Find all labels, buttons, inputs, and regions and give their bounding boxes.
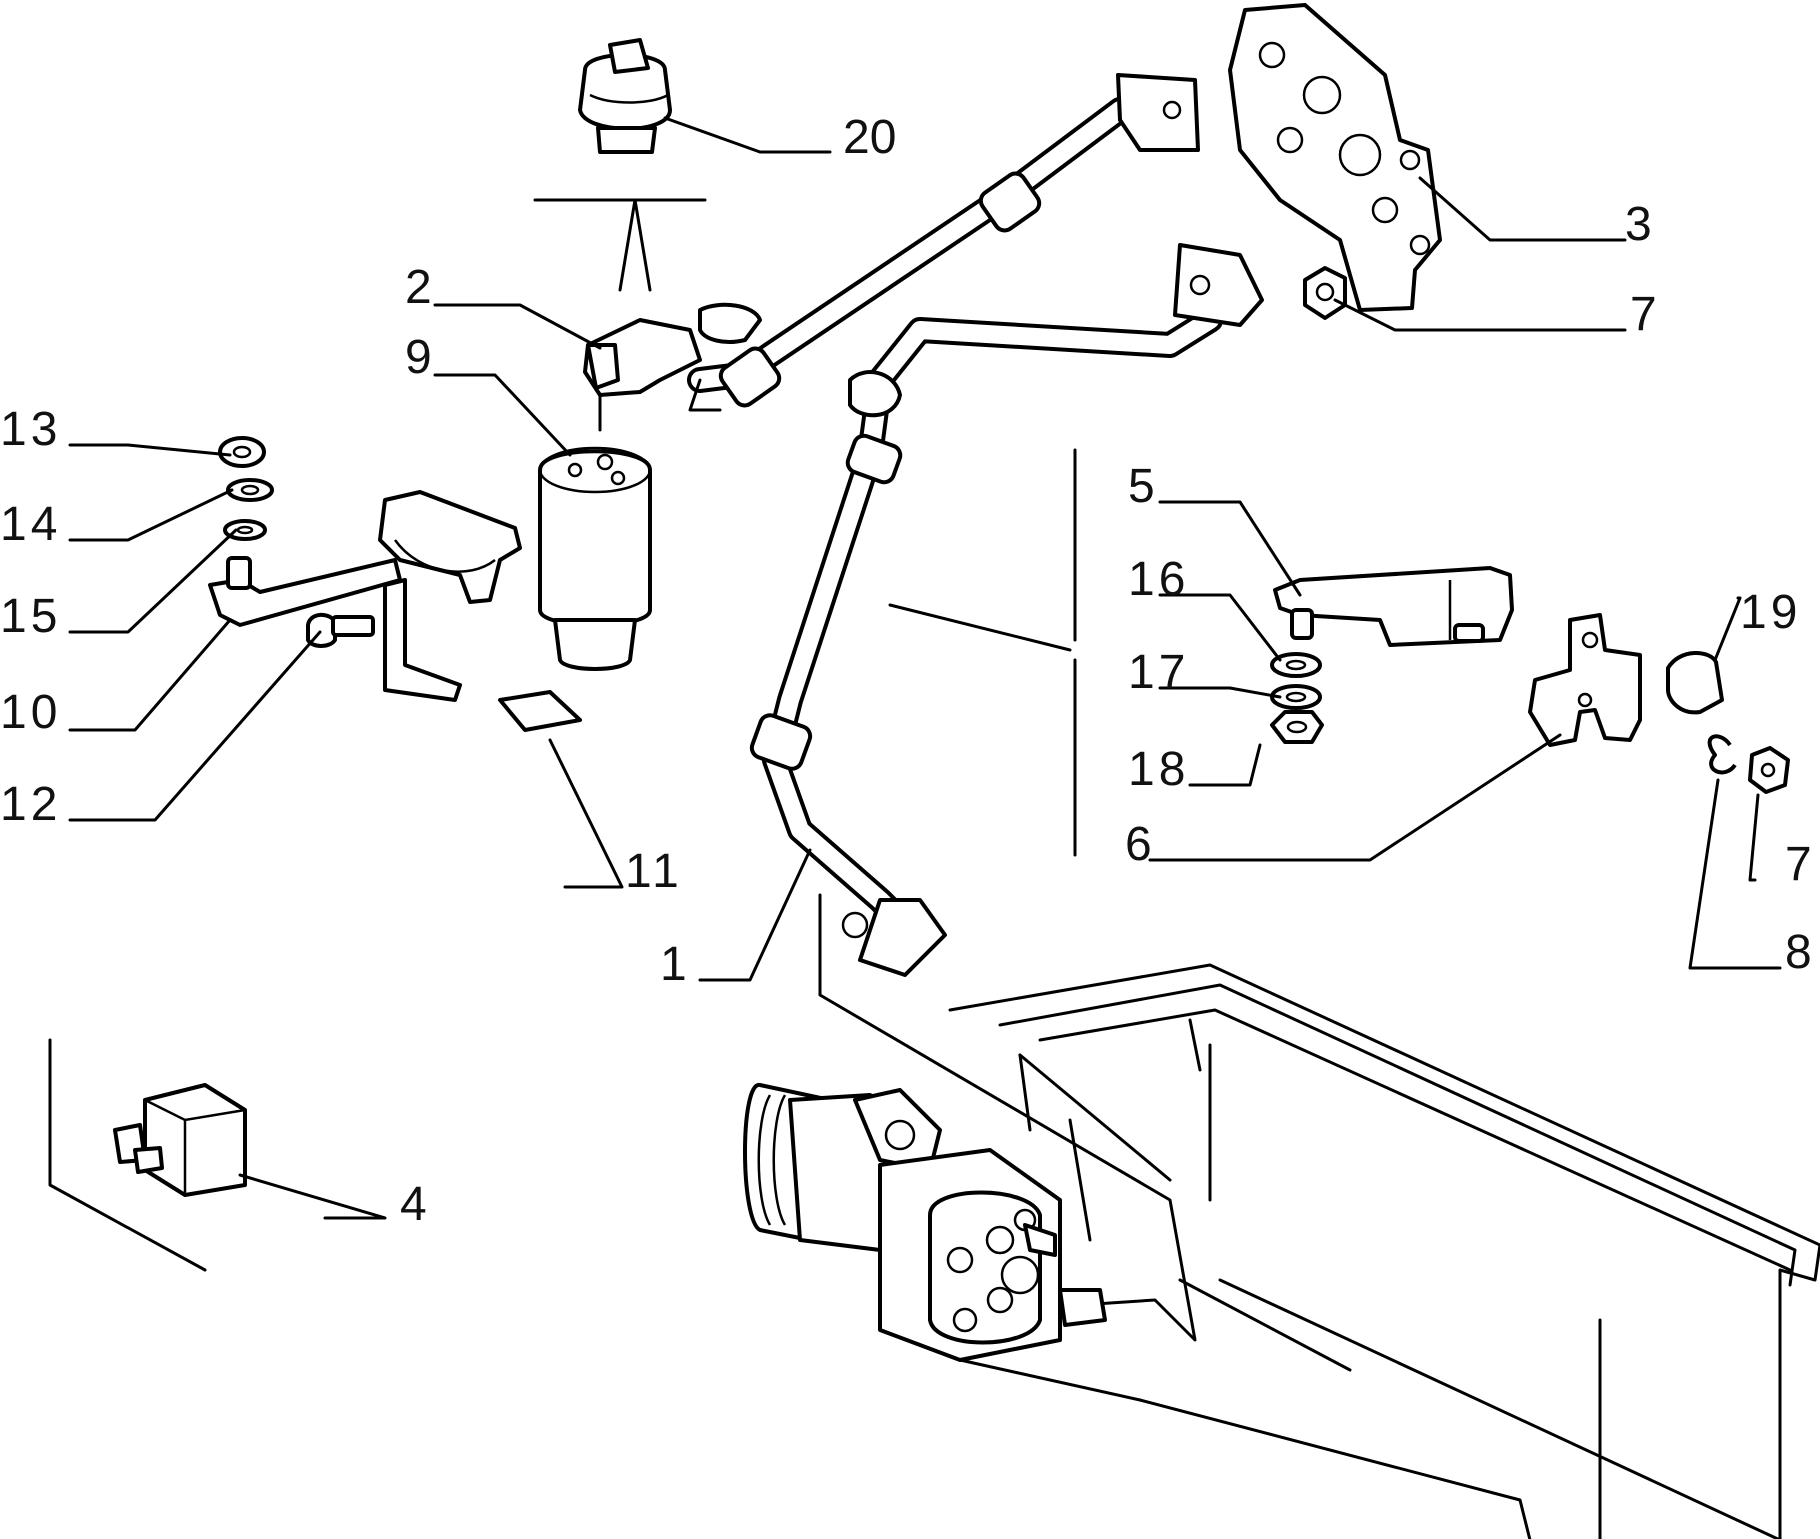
callout-19: 19 <box>1740 586 1801 639</box>
callout-8: 8 <box>1785 926 1816 979</box>
clip-part <box>1528 613 1642 747</box>
cap-part <box>1666 650 1724 715</box>
callout-11: 11 <box>625 845 683 898</box>
callout-7-upper: 7 <box>1630 288 1661 341</box>
pointer-bracket-top <box>533 198 707 292</box>
callout-6: 6 <box>1125 818 1156 871</box>
callout-20: 20 <box>843 111 896 164</box>
callout-16: 16 <box>1128 553 1189 606</box>
leader-lines <box>68 116 1782 1220</box>
callout-14: 14 <box>0 498 61 551</box>
callout-17: 17 <box>1128 646 1189 699</box>
compressor-part <box>743 1083 1107 1362</box>
ring-part <box>1707 734 1737 775</box>
mounting-plate-part <box>1228 3 1442 312</box>
callout-4: 4 <box>400 1178 431 1231</box>
bolt-part <box>306 612 375 648</box>
nut-part-lower <box>1748 746 1790 794</box>
callout-labels: 20 3 7 2 9 13 14 15 10 12 11 1 4 5 16 17… <box>0 111 1816 1231</box>
pressure-switch-part <box>578 38 672 154</box>
washer-stack-right <box>1270 652 1324 744</box>
hose-connection-line <box>818 893 1197 1342</box>
callout-5: 5 <box>1128 460 1159 513</box>
main-hose-part <box>749 243 1264 977</box>
callout-15: 15 <box>0 590 61 643</box>
callout-3: 3 <box>1625 198 1656 251</box>
callout-7-lower: 7 <box>1785 838 1816 891</box>
callout-9: 9 <box>405 331 436 384</box>
callout-13: 13 <box>0 403 61 456</box>
relay-part <box>113 1083 247 1197</box>
union-fitting-part <box>583 302 762 432</box>
pad-part <box>498 690 582 732</box>
callout-1: 1 <box>660 938 691 991</box>
callout-2: 2 <box>405 261 436 314</box>
callout-18: 18 <box>1128 743 1189 796</box>
receiver-drier-part <box>538 446 652 671</box>
callout-12: 12 <box>0 778 61 831</box>
pointer-bracket-relay <box>48 1038 207 1272</box>
bracket-part-5 <box>1273 566 1514 647</box>
callout-10: 10 <box>0 686 61 739</box>
engine-sump-outline <box>948 963 1820 1539</box>
nut-washer-stack-left <box>218 436 274 541</box>
drier-bracket-part <box>208 490 522 702</box>
upper-hose <box>687 73 1200 412</box>
nut-part-upper <box>1303 266 1347 320</box>
pointer-bracket-right <box>888 448 1077 857</box>
